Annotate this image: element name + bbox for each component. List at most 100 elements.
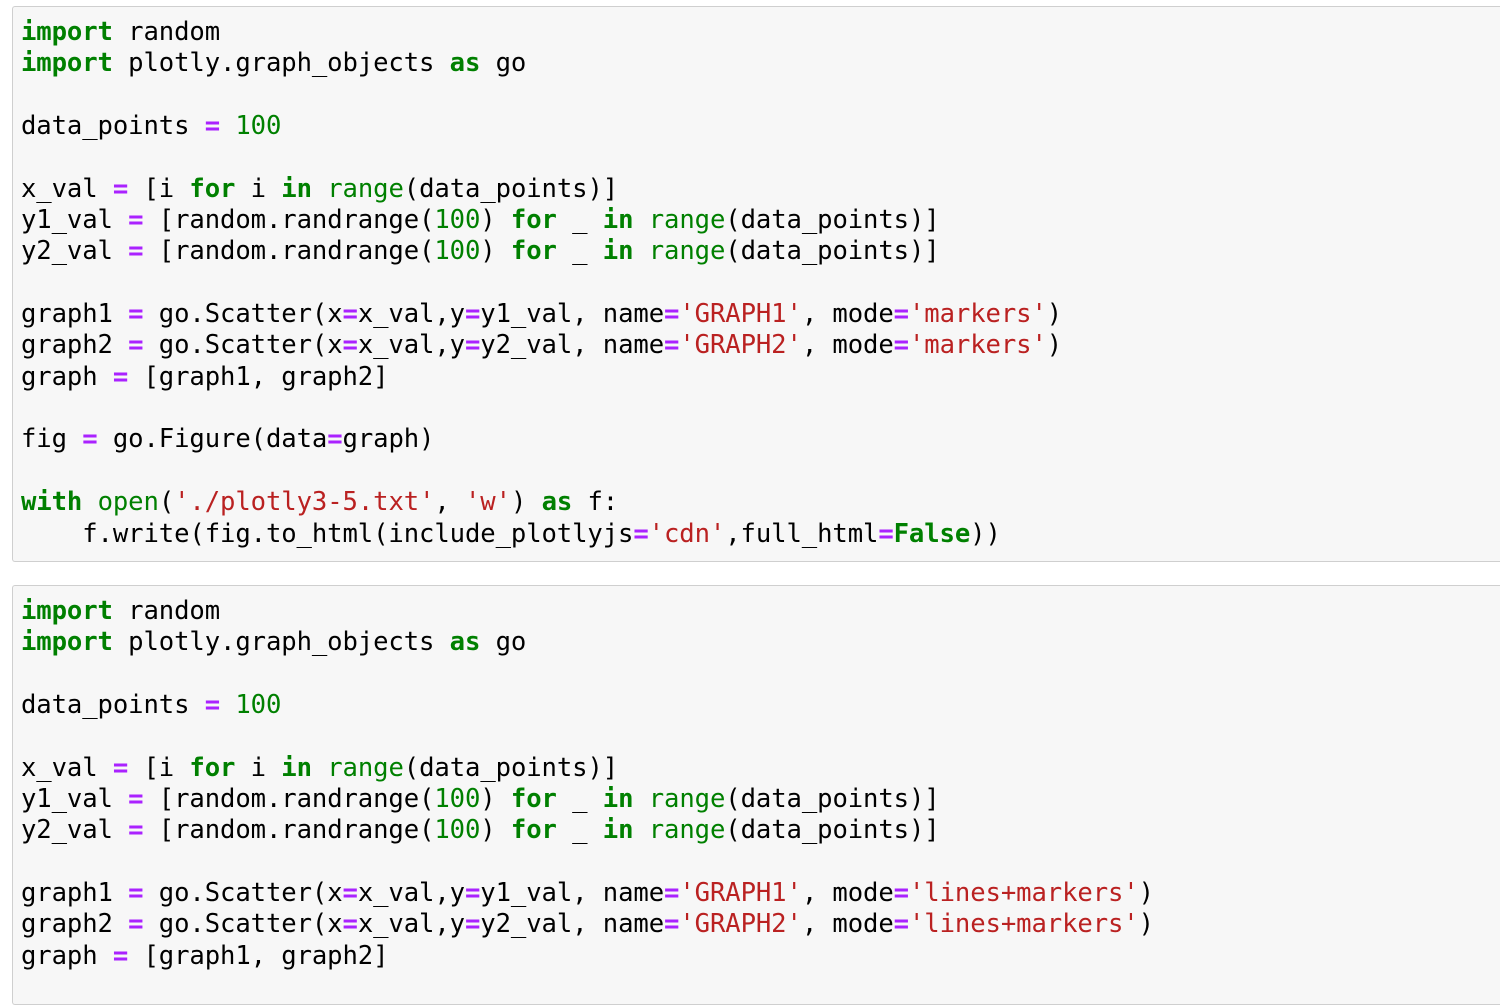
code-token: open [97,487,159,518]
code-token: 'lines+markers' [908,909,1139,940]
code-token: False [893,518,971,549]
code-token: = [128,236,144,267]
code-token: y1_val, name [480,878,665,909]
code-token: [random.randrange( [143,205,435,236]
code-token: 'GRAPH2' [679,909,802,940]
code-token: (data_points)] [403,752,619,783]
code-token: go [480,48,527,79]
code-token: x_val,y [357,909,465,940]
code-token [633,236,648,266]
code-token: in [281,752,312,783]
code-token: , mode [801,299,894,330]
code-token: _ [556,236,603,267]
code-line: fig = go.Figure(data=graph) [21,424,1062,455]
code-token: graph [21,940,113,971]
code-line [21,142,1062,173]
code-token: for [510,784,557,815]
code-token: 'GRAPH1' [679,299,802,330]
code-token: f.write(fig.to_html(include_plotlyjs [21,518,634,549]
code-line [21,80,1062,111]
code-line: import random [21,596,1154,627]
code-token: (data_points)] [725,784,940,815]
code-line: x_val = [i for i in range(data_points)] [21,753,1154,784]
code-token: = [464,909,481,940]
code-token: = [893,330,909,361]
code-token: [i [128,752,190,783]
code-token: ,full_html [725,518,879,549]
code-token: ) [1138,909,1154,940]
code-line: graph = [graph1, graph2] [21,362,1062,393]
code-token: y2_val [21,815,129,846]
code-token: graph1 [21,878,129,909]
code-token: = [464,330,481,361]
code-token: (data_points)] [725,236,940,267]
code-token: graph1 [21,299,129,330]
code-token: (data_points)] [403,173,619,204]
code-token: [graph1, graph2] [128,361,389,392]
code-token: x_val [21,752,113,783]
code-token: = [204,690,221,721]
code-token: ) [510,487,542,518]
code-line: import plotly.graph_objects as go [21,627,1154,658]
code-token: [i [128,173,190,204]
code-token: go.Figure(data [97,424,328,455]
code-token: = [112,752,129,783]
code-line [21,847,1154,878]
code-token: for [510,815,557,846]
code-token: as [541,487,573,518]
code-line [21,456,1062,487]
code-token: as [449,627,481,658]
code-token: _ [556,815,603,846]
code-token: )) [970,518,1001,549]
code-token: in [602,205,634,236]
code-token: = [633,518,649,549]
code-token: ) [1046,299,1063,330]
code-token: = [82,424,98,455]
code-token: for [189,752,236,783]
code-token [633,815,648,845]
code-token: y2_val, name [480,330,665,361]
code-token: = [664,299,680,330]
code-token [220,111,235,141]
code-token: = [112,361,129,392]
code-token: in [602,815,634,846]
code-token: data_points [21,111,205,142]
code-token: graph) [342,424,435,455]
code-token: x_val,y [357,330,465,361]
code-line: f.write(fig.to_html(include_plotlyjs='cd… [21,519,1062,550]
code-token: range [648,205,726,236]
code-token: , mode [801,909,894,940]
code-token: = [128,330,144,361]
code-token: import [21,17,113,47]
code-token: f: [572,487,619,518]
code-token: y1_val, name [480,299,665,330]
code-token: y2_val, name [480,909,665,940]
code-token: range [648,236,726,267]
code-token: 100 [235,690,282,721]
code-line: graph1 = go.Scatter(x=x_val,y=y1_val, na… [21,299,1062,330]
code-line: x_val = [i for i in range(data_points)] [21,174,1062,205]
code-token: x_val,y [357,299,465,330]
code-token: in [281,173,312,204]
code-token: = [112,173,129,204]
code-token: import [21,596,113,626]
code-token [220,690,235,720]
code-token: 'markers' [908,330,1047,361]
code-token: graph [21,361,113,392]
code-token: = [112,940,129,971]
code-token: _ [556,784,603,815]
code-line: with open('./plotly3-5.txt', 'w') as f: [21,487,1062,518]
code-token: = [128,909,144,940]
code-token: [graph1, graph2] [128,940,389,971]
code-token: range [327,752,404,783]
code-token: ) [1138,878,1154,909]
code-token: (data_points)] [725,205,940,236]
code-token: import [21,627,113,658]
code-token: = [893,299,909,330]
code-token: = [664,330,680,361]
code-line: graph1 = go.Scatter(x=x_val,y=y1_val, na… [21,878,1154,909]
